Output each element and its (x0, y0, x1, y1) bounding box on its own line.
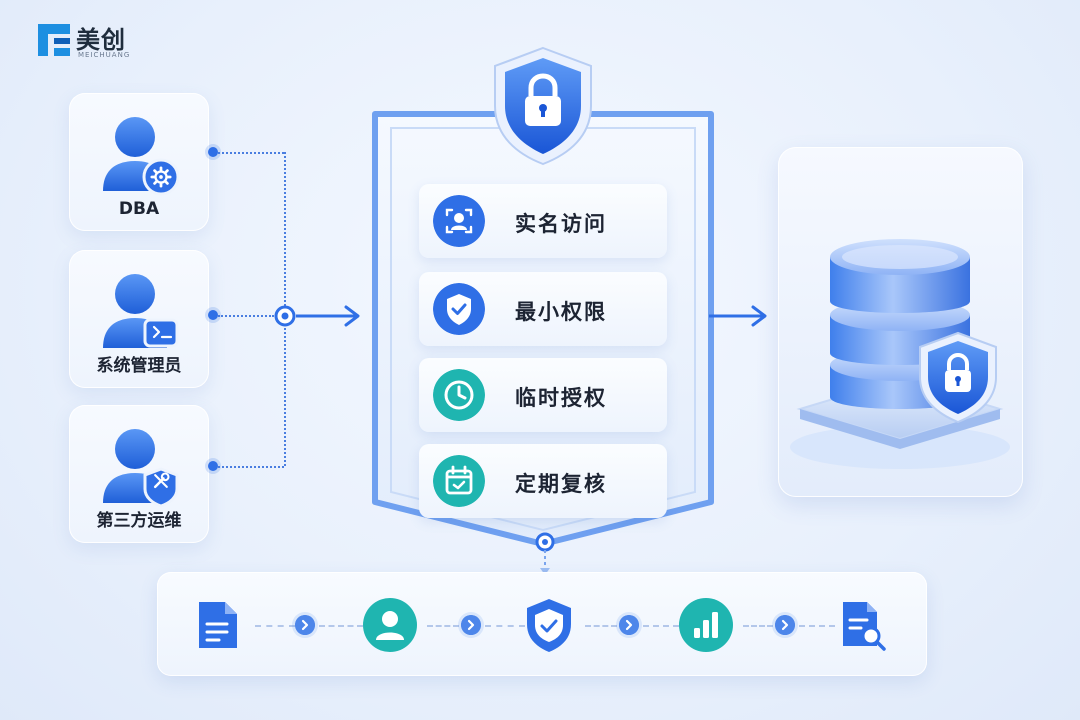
lock-shield-icon (919, 331, 997, 424)
policy-item-least-privilege[interactable]: 最小权限 (419, 272, 667, 346)
calendar-check-icon (433, 455, 485, 507)
report-search-icon[interactable] (839, 598, 889, 652)
policy-label: 实名访问 (515, 212, 607, 236)
flow-connector (319, 625, 363, 627)
policy-item-temporary-auth[interactable]: 临时授权 (419, 358, 667, 432)
policy-item-real-name[interactable]: 实名访问 (419, 184, 667, 258)
role-card-sysadmin[interactable]: 系统管理员 (69, 250, 209, 388)
logo-mark-icon (38, 24, 70, 56)
chevron-right-icon (619, 615, 639, 635)
role-label: 第三方运维 (96, 511, 182, 531)
flow-connector (585, 625, 617, 627)
flow-connector (485, 625, 525, 627)
connector-line (218, 466, 284, 468)
flow-connector (255, 625, 295, 627)
role-card-dba[interactable]: DBA (69, 93, 209, 231)
logo-name: 美创 (76, 26, 126, 54)
policy-label: 最小权限 (515, 300, 607, 324)
wrench-icon (153, 472, 170, 489)
policy-label: 临时授权 (515, 386, 607, 410)
role-card-third-party-ops[interactable]: 第三方运维 (69, 405, 209, 543)
policy-label: 定期复核 (515, 472, 607, 496)
connector-node (208, 461, 218, 471)
connector-line (218, 152, 284, 154)
terminal-icon (152, 325, 173, 339)
process-flow-bar (157, 572, 927, 676)
logo-sub: MEICHUANG (78, 51, 131, 59)
user-icon[interactable] (363, 598, 417, 652)
shield-check-icon[interactable] (523, 596, 575, 654)
lock-shield-icon (494, 46, 592, 166)
document-icon[interactable] (195, 598, 241, 652)
role-label: 系统管理员 (96, 356, 182, 376)
flow-connector (799, 625, 835, 627)
database-icon (790, 239, 1010, 469)
connector-node (208, 147, 218, 157)
connector-node (535, 532, 555, 575)
clock-icon (433, 369, 485, 421)
database-panel (778, 147, 1023, 497)
face-id-icon (433, 195, 485, 247)
arrow-right-icon (274, 305, 360, 327)
shield-check-icon (433, 283, 485, 335)
connector-node (208, 310, 218, 320)
gear-icon (150, 166, 172, 188)
brand-logo: 美创 MEICHUANG (36, 20, 156, 60)
connector-line (218, 315, 274, 317)
chevron-right-icon (295, 615, 315, 635)
role-label: DBA (118, 199, 160, 219)
bar-chart-icon[interactable] (679, 598, 733, 652)
arrow-right-icon (709, 305, 767, 327)
chevron-right-icon (775, 615, 795, 635)
flow-connector (643, 625, 679, 627)
flow-connector (743, 625, 773, 627)
person-icon (103, 274, 179, 348)
chevron-right-icon (461, 615, 481, 635)
flow-connector (427, 625, 459, 627)
person-icon (103, 429, 179, 508)
person-icon (103, 117, 179, 196)
policy-item-periodic-review[interactable]: 定期复核 (419, 444, 667, 518)
